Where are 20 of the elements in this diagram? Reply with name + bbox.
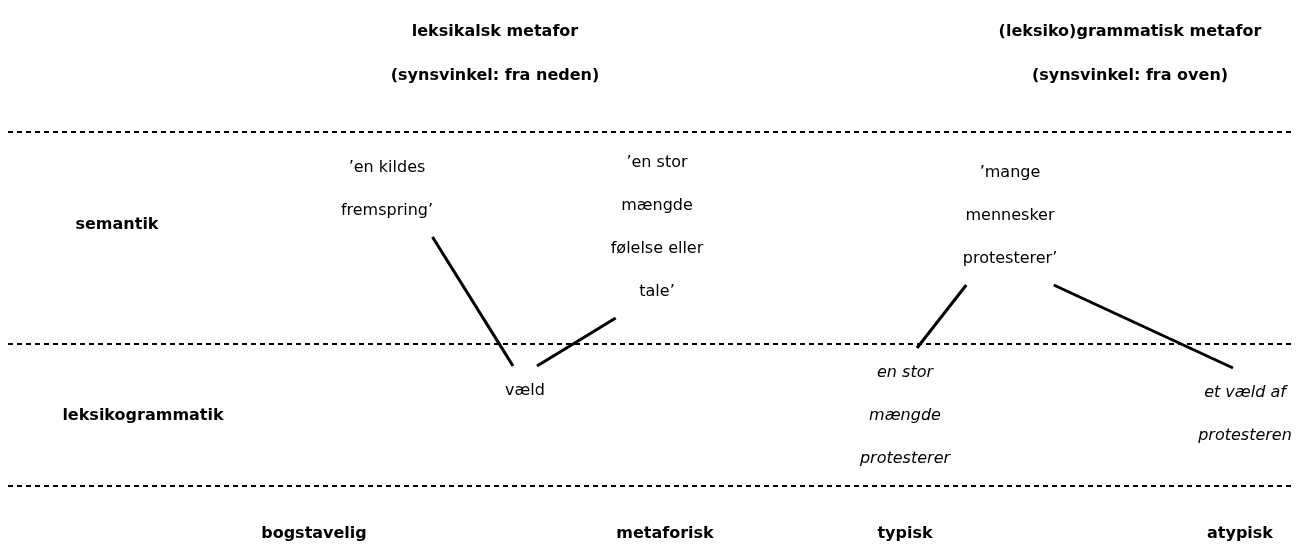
term-text: en stor mængde protesterer xyxy=(842,350,968,479)
column-label: metaforisk xyxy=(616,522,714,544)
heading: (leksiko)grammatisk metafor xyxy=(998,20,1262,42)
heading: (synsvinkel: fra neden) xyxy=(390,64,600,86)
heading: (synsvinkel: fra oven) xyxy=(1031,64,1229,86)
connector-line xyxy=(1053,283,1234,370)
term-text: væld xyxy=(495,368,555,411)
connector-line xyxy=(536,316,617,368)
term-text: ’en kildes fremspring’ xyxy=(322,145,452,231)
term-text: ’en stor mængde følelse eller tale’ xyxy=(598,140,716,312)
connector-line xyxy=(431,236,515,367)
column-label: atypisk xyxy=(1207,522,1273,544)
heading: leksikalsk metafor xyxy=(411,20,579,42)
term-text: ’mange mennesker protesterer’ xyxy=(947,150,1073,279)
connector-line xyxy=(915,284,968,349)
row-label: leksikogrammatik xyxy=(62,404,224,426)
row-label: semantik xyxy=(75,213,159,235)
column-label: typisk xyxy=(877,522,933,544)
column-label: bogstavelig xyxy=(261,522,367,544)
term-text: et væld af protesteren xyxy=(1189,370,1300,456)
